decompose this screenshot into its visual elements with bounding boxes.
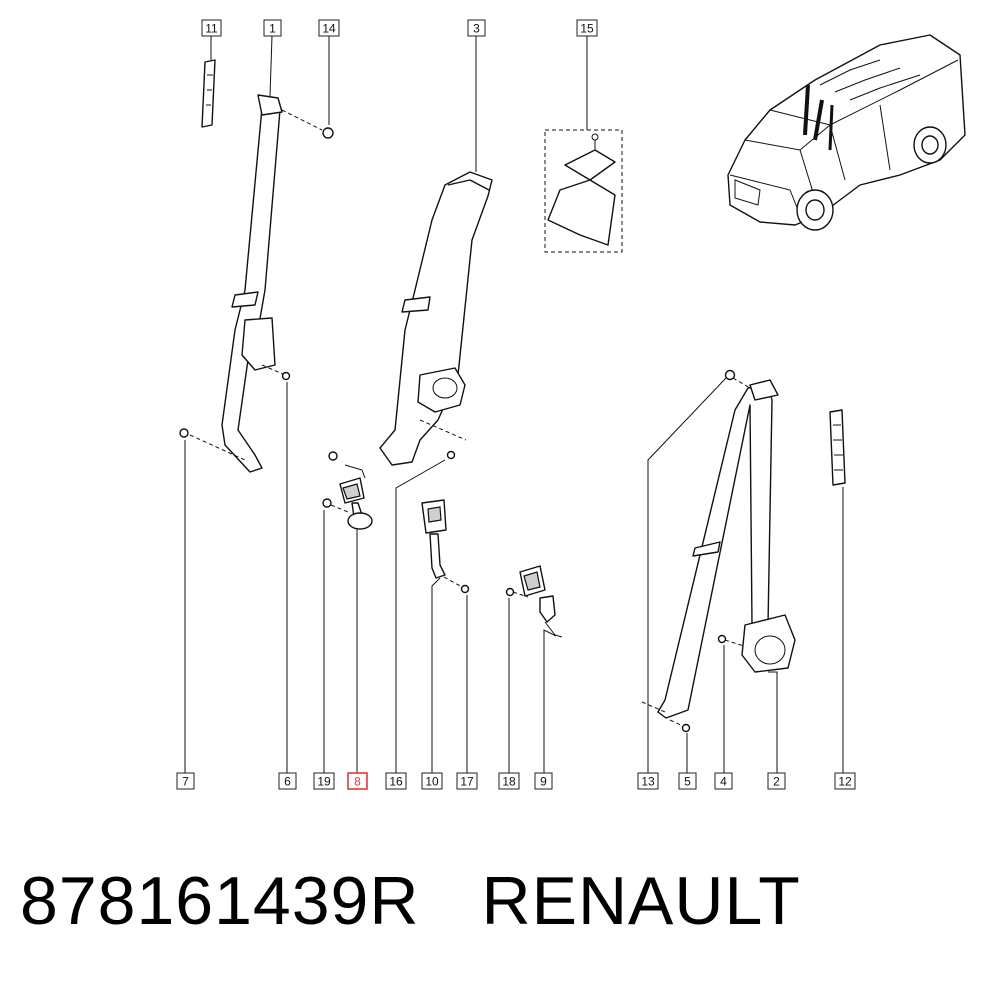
callout-2[interactable]: 2 <box>767 772 786 790</box>
callout-3[interactable]: 3 <box>467 19 486 37</box>
van-illustration <box>727 34 966 231</box>
callout-18[interactable]: 18 <box>498 772 520 790</box>
part-1-seat-belt <box>179 94 323 473</box>
part-3-seat-belt <box>379 171 493 466</box>
svg-text:18: 18 <box>502 775 516 789</box>
callout-15[interactable]: 15 <box>576 19 598 37</box>
svg-text:8: 8 <box>354 775 361 789</box>
svg-text:2: 2 <box>773 775 780 789</box>
callout-19[interactable]: 19 <box>313 772 335 790</box>
brand-name: RENAULT <box>481 863 801 939</box>
caption: 878161439R RENAULT <box>20 856 801 946</box>
part-10-buckle <box>421 499 470 594</box>
callout-14[interactable]: 14 <box>318 19 340 37</box>
part-15-trim-cover <box>544 129 623 253</box>
part-12-height-adjuster <box>829 409 846 486</box>
callout-12[interactable]: 12 <box>834 772 856 790</box>
part-14-nut <box>322 127 334 139</box>
svg-text:1: 1 <box>269 22 276 36</box>
callout-7[interactable]: 7 <box>176 772 195 790</box>
svg-text:9: 9 <box>540 775 547 789</box>
svg-text:15: 15 <box>580 22 594 36</box>
callout-17[interactable]: 17 <box>456 772 478 790</box>
callout-1[interactable]: 1 <box>263 19 282 37</box>
svg-text:3: 3 <box>473 22 480 36</box>
callout-8[interactable]: 8 <box>347 772 368 790</box>
svg-text:7: 7 <box>182 775 189 789</box>
callout-10[interactable]: 10 <box>421 772 443 790</box>
part-8-buckle <box>322 451 373 530</box>
svg-text:17: 17 <box>460 775 474 789</box>
part-9-buckle <box>505 565 563 638</box>
svg-text:13: 13 <box>641 775 655 789</box>
part-11-height-adjuster <box>201 59 216 128</box>
svg-text:16: 16 <box>389 775 403 789</box>
callout-9[interactable]: 9 <box>534 772 553 790</box>
callout-13[interactable]: 13 <box>637 772 659 790</box>
callout-5[interactable]: 5 <box>678 772 697 790</box>
callout-6[interactable]: 6 <box>278 772 297 790</box>
leader-lines <box>184 35 844 774</box>
callout-16[interactable]: 16 <box>385 772 407 790</box>
svg-text:10: 10 <box>425 775 439 789</box>
svg-text:4: 4 <box>720 775 727 789</box>
part-2-seat-belt <box>641 369 796 733</box>
svg-text:6: 6 <box>284 775 291 789</box>
svg-text:19: 19 <box>317 775 331 789</box>
part-number: 878161439R <box>20 863 420 939</box>
svg-text:5: 5 <box>684 775 691 789</box>
svg-text:14: 14 <box>322 22 336 36</box>
callout-4[interactable]: 4 <box>714 772 733 790</box>
svg-text:12: 12 <box>838 775 852 789</box>
callout-11[interactable]: 11 <box>201 19 222 37</box>
svg-text:11: 11 <box>205 22 218 36</box>
